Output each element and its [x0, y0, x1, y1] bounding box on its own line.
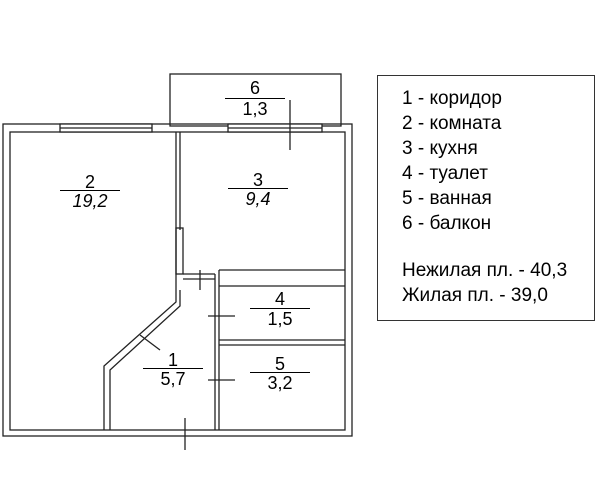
room-2-area: 19,2 [60, 190, 120, 212]
legend-item: 2 - комната [402, 113, 502, 134]
room-1-area: 5,7 [143, 368, 203, 390]
door-2-3 [175, 227, 184, 275]
room-4-area: 1,5 [250, 308, 310, 330]
room-1-number: 1 [167, 350, 178, 370]
room-5-area: 3,2 [250, 372, 310, 394]
legend-item: 6 - балкон [402, 213, 492, 234]
room-3-area: 9,4 [228, 188, 288, 210]
legend-item: 5 - ванная [402, 188, 492, 209]
legend-item: 1 - коридор [402, 88, 502, 109]
room-3-number: 3 [252, 170, 263, 190]
legend-item: 3 - кухня [402, 138, 478, 159]
outer-wall-inner [9, 131, 346, 431]
non-living-area-label: Нежилая пл. - 40,3 [402, 260, 568, 281]
legend-box: 1 - коридор 2 - комната 3 - кухня 4 - ту… [377, 75, 595, 321]
living-area-label: Жилая пл. - 39,0 [402, 285, 548, 306]
room-2-number: 2 [84, 172, 95, 192]
legend-item: 4 - туалет [402, 163, 488, 184]
room-5-number: 5 [274, 354, 285, 374]
room-6-number: 6 [249, 78, 260, 98]
room-6-area: 1,3 [225, 98, 285, 120]
outer-wall-outer [2, 123, 353, 437]
room-4-number: 4 [274, 289, 285, 309]
